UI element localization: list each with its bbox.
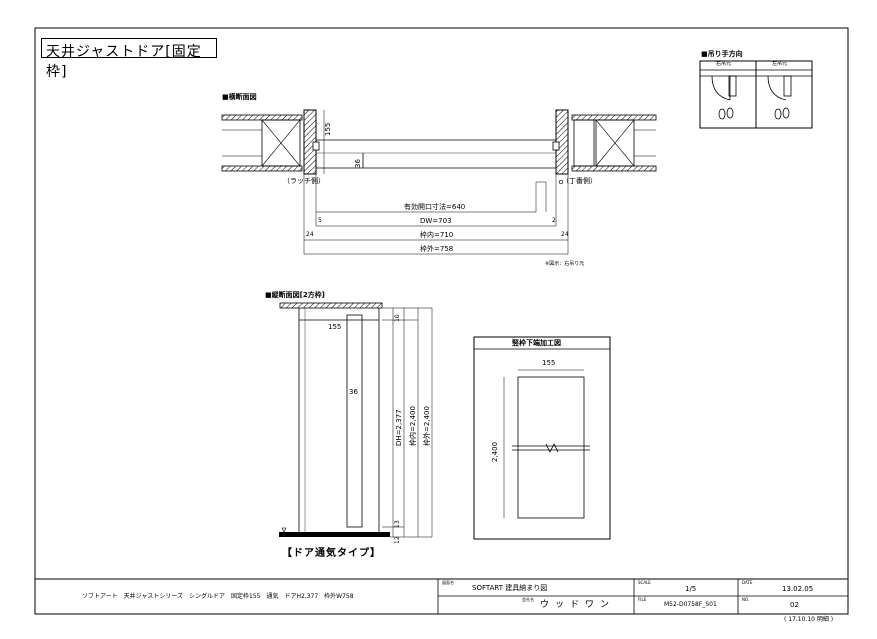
- elevation-section-drawing: [279, 302, 433, 538]
- handing-right-label: 右吊元: [716, 61, 732, 67]
- frame-inner-width: 枠内=710: [420, 231, 454, 239]
- plan-section-heading: ■横断面図: [222, 93, 257, 101]
- plan-dim-36: 36: [354, 159, 362, 168]
- jamb-detail-drawing: [473, 336, 611, 540]
- elevation-dim-12: 12: [394, 536, 401, 544]
- scale-label: SCALE: [638, 580, 651, 585]
- date-value: 13.02.05: [782, 585, 814, 593]
- elevation-frame-outer: 枠外=2,400: [423, 406, 431, 446]
- plan-dim-24-left: 24: [306, 231, 314, 238]
- company-name: ウッドワン: [540, 600, 616, 610]
- title-block-description: ソフトアート 天井ジャストシリーズ シングルドア 固定枠155 通気 ドアH2,…: [82, 593, 354, 600]
- frame-outer-width: 枠外=758: [420, 245, 454, 253]
- dw-dimension: DW=703: [420, 217, 452, 225]
- elevation-dim-36: 36: [349, 388, 358, 396]
- dh-dimension: DH=2,377: [395, 409, 403, 446]
- hinge-side-label: （丁番側）: [562, 177, 597, 185]
- handing-diagram: [699, 60, 813, 129]
- drawing-name-label: 図面名: [442, 580, 454, 585]
- date-label: DATE: [742, 580, 753, 585]
- plan-dim-155: 155: [324, 122, 332, 136]
- jamb-detail-width: 155: [542, 359, 556, 367]
- handing-heading: ■吊り手方向: [701, 50, 743, 58]
- elevation-dim-13: 13: [394, 520, 401, 528]
- handing-left-label: 左吊元: [772, 61, 788, 67]
- file-label: FILE: [638, 597, 647, 602]
- jamb-detail-height: 2,400: [491, 441, 499, 462]
- elevation-frame-inner: 枠内=2,400: [409, 406, 417, 446]
- number-value: 02: [790, 601, 799, 609]
- file-value: M52-D0758F_S01: [664, 601, 717, 608]
- sheet-border: [34, 27, 849, 615]
- number-label: NO.: [742, 597, 750, 602]
- opening-dimension: 有効開口寸法=640: [404, 203, 466, 211]
- plan-dim-24-right: 24: [561, 231, 569, 238]
- plan-section-drawing: [221, 109, 657, 255]
- scale-value: 1/5: [685, 585, 697, 593]
- revision-note: ( 17.10.10 明細 ): [784, 616, 834, 623]
- company-label: 会社名: [522, 597, 534, 602]
- elevation-section-heading: ■縦断面図[2方枠]: [265, 291, 325, 299]
- plan-note: ※図示：右吊り元: [545, 261, 585, 267]
- drawing-name: SOFTART 建具納まり図: [472, 584, 548, 592]
- plan-dim-2: 2: [552, 217, 556, 224]
- jamb-detail-heading: 竪枠下端加工図: [512, 339, 561, 347]
- drawing-title: 天井ジャストドア[固定枠]: [41, 38, 217, 80]
- elevation-dim-155: 155: [328, 323, 342, 331]
- elevation-dim-10: 10: [394, 314, 401, 322]
- plan-dim-5: 5: [318, 217, 322, 224]
- latch-side-label: （ラッチ側）: [283, 177, 325, 185]
- door-type-label: 【ドア通気タイプ】: [282, 548, 381, 559]
- title-block-frame: [34, 578, 849, 615]
